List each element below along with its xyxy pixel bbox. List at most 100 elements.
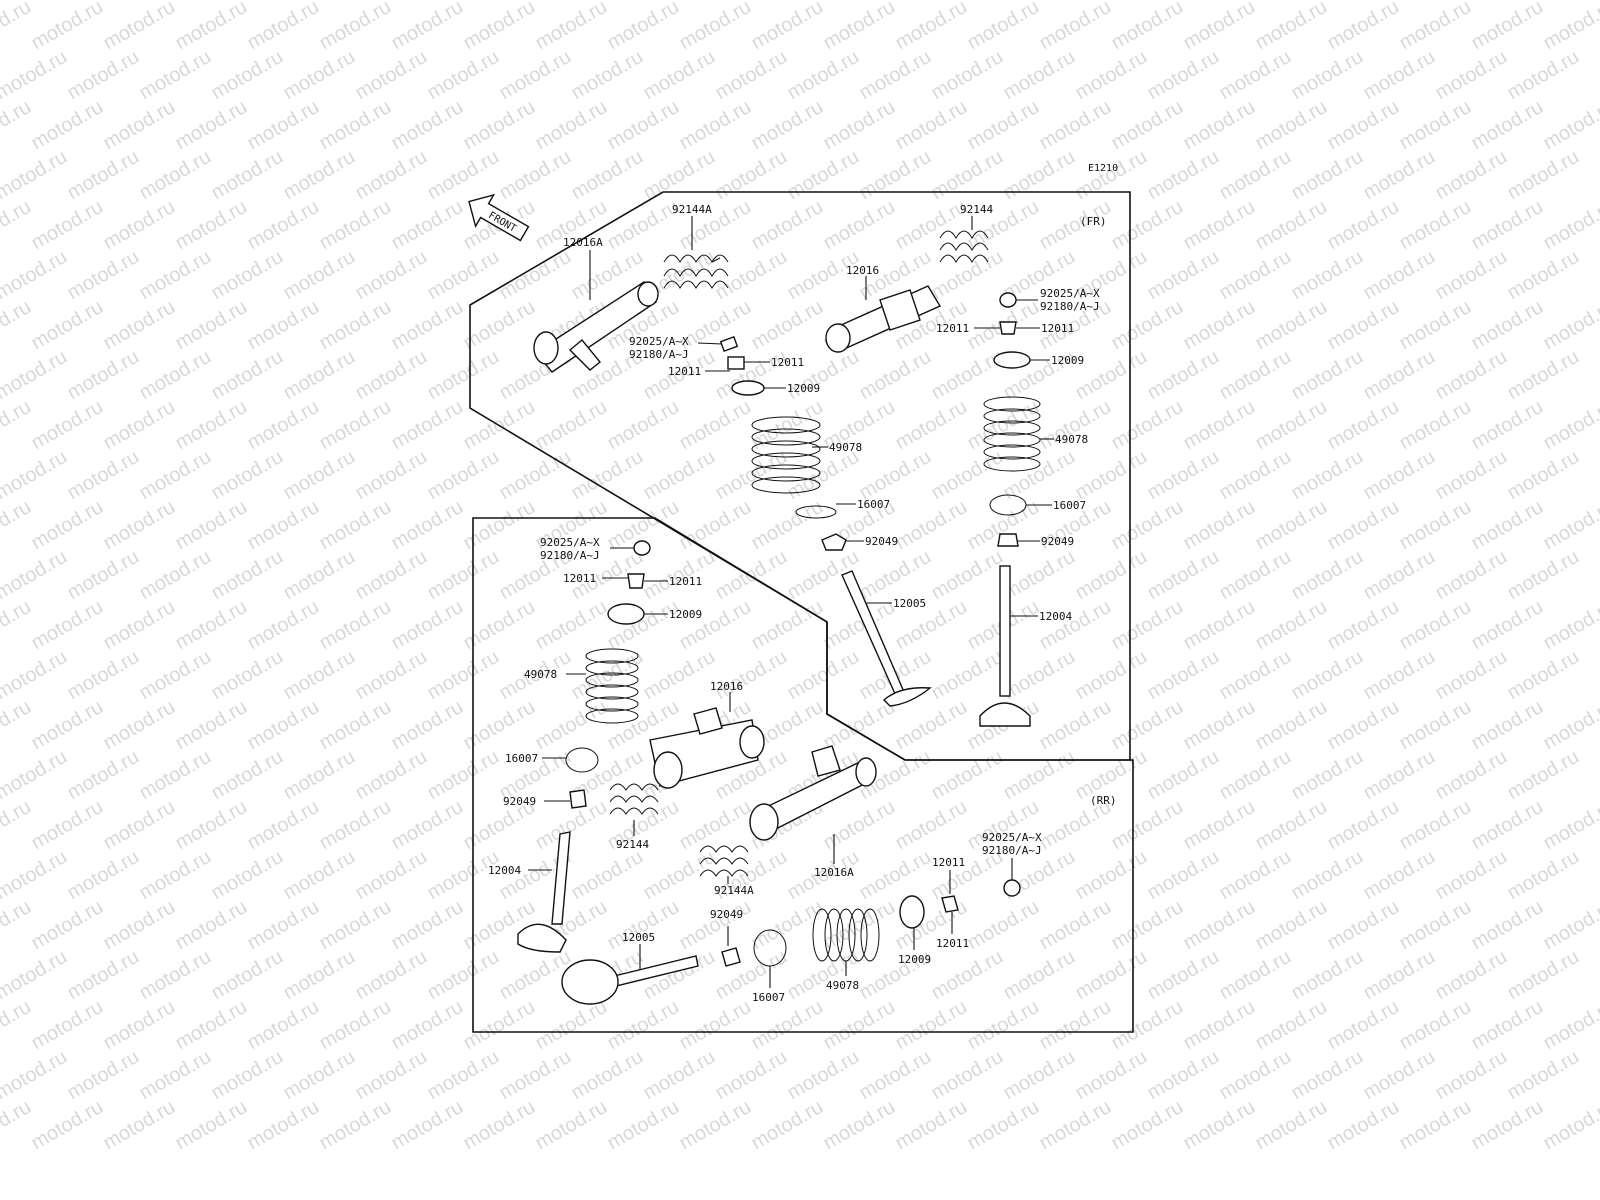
watermark-text: motod.ru — [172, 796, 251, 855]
watermark-text: motod.ru — [928, 446, 1007, 505]
watermark-text: motod.ru — [1072, 1046, 1151, 1105]
watermark-text: motod.ru — [1252, 0, 1331, 54]
watermark-text: motod.ru — [712, 546, 791, 605]
watermark-text: motod.ru — [316, 0, 395, 54]
watermark-text: motod.ru — [496, 446, 575, 505]
watermark-text: motod.ru — [676, 96, 755, 155]
part-label: 92144 — [960, 203, 993, 216]
retainer-icon — [607, 603, 645, 625]
watermark-text: motod.ru — [208, 446, 287, 505]
part-label: 92025/A~X — [982, 831, 1042, 844]
part-label: 12011 — [1041, 322, 1074, 335]
watermark-text: motod.ru — [1432, 946, 1511, 1005]
part-label: 49078 — [826, 979, 859, 992]
watermark-text: motod.ru — [1252, 896, 1331, 955]
watermark-text: motod.ru — [280, 946, 359, 1005]
watermark-text: motod.ru — [1324, 796, 1403, 855]
watermark-text: motod.ru — [208, 946, 287, 1005]
watermark-text: motod.ru — [352, 446, 431, 505]
watermark-text: motod.ru — [0, 896, 35, 955]
watermark-text: motod.ru — [928, 646, 1007, 705]
watermark-text: motod.ru — [388, 496, 467, 555]
watermark-text: motod.ru — [172, 96, 251, 155]
watermark-text: motod.ru — [352, 946, 431, 1005]
watermark-text: motod.ru — [280, 746, 359, 805]
part-label: 92049 — [865, 535, 898, 548]
watermark-text: motod.ru — [1324, 96, 1403, 155]
watermark-text: motod.ru — [1504, 0, 1583, 4]
watermark-text: motod.ru — [100, 796, 179, 855]
watermark-text: motod.ru — [244, 996, 323, 1055]
watermark-text: motod.ru — [388, 896, 467, 955]
part-label: 12009 — [787, 382, 820, 395]
watermark-text: motod.ru — [64, 746, 143, 805]
watermark-text: motod.ru — [892, 696, 971, 755]
watermark-text: motod.ru — [1072, 46, 1151, 105]
watermark-text: motod.ru — [748, 0, 827, 54]
watermark-text: motod.ru — [1180, 396, 1259, 455]
watermark-text: motod.ru — [1072, 646, 1151, 705]
watermark-text: motod.ru — [0, 0, 35, 54]
watermark-text: motod.ru — [1432, 346, 1511, 405]
watermark-text: motod.ru — [568, 846, 647, 905]
watermark-text: motod.ru — [1180, 596, 1259, 655]
watermark-text: motod.ru — [208, 546, 287, 605]
watermark-text: motod.ru — [352, 46, 431, 105]
watermark-text: motod.ru — [1144, 546, 1223, 605]
watermark-text: motod.ru — [1468, 96, 1547, 155]
watermark-text: motod.ru — [0, 246, 71, 305]
watermark-text: motod.ru — [424, 0, 503, 4]
watermark-text: motod.ru — [568, 46, 647, 105]
watermark-text: motod.ru — [1468, 296, 1547, 355]
watermark-text: motod.ru — [1252, 196, 1331, 255]
watermark-text: motod.ru — [1216, 346, 1295, 405]
watermark-text: motod.ru — [1468, 996, 1547, 1055]
watermark-text: motod.ru — [1180, 796, 1259, 855]
watermark-text: motod.ru — [172, 1096, 251, 1155]
watermark-text: motod.ru — [1252, 396, 1331, 455]
spring-seat-icon — [565, 747, 599, 773]
watermark-text: motod.ru — [100, 696, 179, 755]
shim-icon — [999, 292, 1017, 308]
watermark-text: motod.ru — [1108, 96, 1187, 155]
watermark-text: motod.ru — [1144, 46, 1223, 105]
watermark-text: motod.ru — [1108, 596, 1187, 655]
rear-section-tag: (RR) — [1090, 794, 1117, 807]
watermark-text: motod.ru — [676, 596, 755, 655]
watermark-text: motod.ru — [0, 146, 71, 205]
part-label: 12016 — [710, 680, 743, 693]
watermark-text: motod.ru — [244, 196, 323, 255]
watermark-text: motod.ru — [352, 746, 431, 805]
watermark-text: motod.ru — [388, 396, 467, 455]
intake-valve-12004-rr — [517, 831, 571, 953]
watermark-text: motod.ru — [244, 696, 323, 755]
watermark-text: motod.ru — [1216, 846, 1295, 905]
watermark-text: motod.ru — [460, 0, 539, 54]
watermark-text: motod.ru — [172, 496, 251, 555]
watermark-text: motod.ru — [0, 396, 35, 455]
watermark-text: motod.ru — [388, 796, 467, 855]
watermark-text: motod.ru — [1288, 946, 1367, 1005]
watermark-text: motod.ru — [1540, 96, 1600, 155]
watermark-text: motod.ru — [1144, 946, 1223, 1005]
watermark-text: motod.ru — [28, 796, 107, 855]
watermark-text: motod.ru — [820, 96, 899, 155]
watermark-text: motod.ru — [1324, 296, 1403, 355]
watermark-text: motod.ru — [1144, 246, 1223, 305]
watermark-text: motod.ru — [532, 1096, 611, 1155]
watermark-text: motod.ru — [1252, 496, 1331, 555]
watermark-text: motod.ru — [676, 796, 755, 855]
watermark-text: motod.ru — [28, 96, 107, 155]
watermark-text: motod.ru — [280, 846, 359, 905]
watermark-text: motod.ru — [1468, 496, 1547, 555]
watermark-text: motod.ru — [316, 796, 395, 855]
watermark-text: motod.ru — [1468, 596, 1547, 655]
watermark-text: motod.ru — [1360, 246, 1439, 305]
watermark-text: motod.ru — [496, 0, 575, 4]
watermark-text: motod.ru — [172, 596, 251, 655]
watermark-text: motod.ru — [208, 146, 287, 205]
watermark-text: motod.ru — [1000, 646, 1079, 705]
part-label: 92049 — [503, 795, 536, 808]
watermark-text: motod.ru — [352, 846, 431, 905]
watermark-text: motod.ru — [1360, 1046, 1439, 1105]
